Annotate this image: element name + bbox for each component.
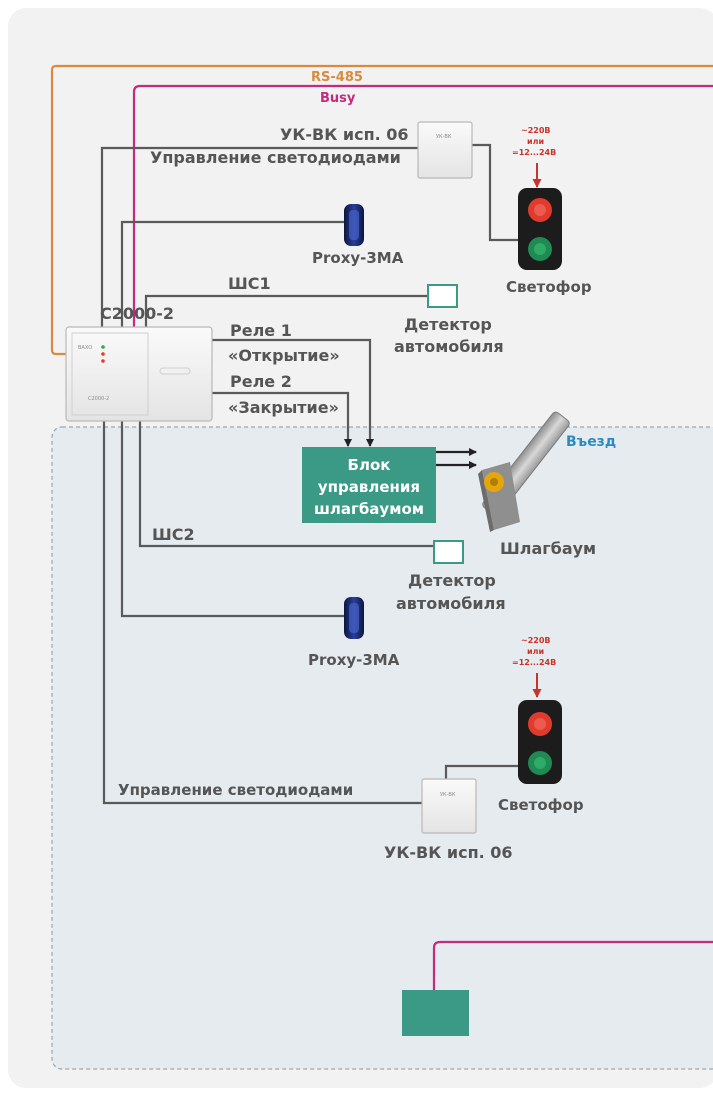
relay2-label-line2: «Закрытие» bbox=[228, 398, 339, 417]
ukvk-top-device: УК-ВК bbox=[417, 121, 473, 179]
rs485-label: RS-485 bbox=[311, 70, 363, 85]
proxy-top-label: Proxy-3MA bbox=[312, 249, 404, 267]
zone-title: Въезд bbox=[566, 434, 616, 450]
wire-relay1 bbox=[212, 338, 374, 447]
block-line3: шлагбаумом bbox=[314, 500, 424, 518]
barrier-gate bbox=[478, 411, 570, 532]
busy-line-bottom bbox=[432, 940, 713, 992]
proxy-bottom-reader bbox=[344, 597, 364, 639]
detector-top-line1: Детектор bbox=[404, 315, 492, 334]
shs1-label: ШС1 bbox=[228, 274, 271, 293]
power-bottom-line3: =12...24В bbox=[512, 658, 556, 667]
busy-line bbox=[132, 84, 713, 328]
led-control-bottom-label: Управление светодиодами bbox=[118, 781, 353, 799]
detector-bottom bbox=[433, 540, 464, 564]
detector-top-line2: автомобиля bbox=[394, 337, 504, 356]
barrier-label: Шлагбаум bbox=[500, 539, 596, 558]
led-control-top-label: Управление светодиодами bbox=[150, 148, 401, 167]
ukvk-bottom-panel: УК-ВК bbox=[440, 792, 456, 798]
wire-proxy-bottom bbox=[120, 420, 344, 618]
controller-panel-top: ВАХО bbox=[78, 345, 92, 351]
shs2-label: ШС2 bbox=[152, 525, 195, 544]
controller-name: С2000-2 bbox=[100, 304, 174, 323]
rs485-bus-line bbox=[50, 64, 713, 356]
busy-label: Busy bbox=[320, 91, 356, 106]
wire-ukvk-bottom bbox=[102, 420, 422, 805]
wire-shs2 bbox=[138, 420, 434, 548]
barrier-control-block bbox=[302, 447, 436, 523]
proxy-bottom-label: Proxy-3MA bbox=[308, 651, 400, 669]
power-top-line3: =12...24В bbox=[512, 148, 556, 157]
power-top-line1: ~220В bbox=[521, 126, 551, 135]
traffic-light-top-label: Светофор bbox=[506, 278, 592, 296]
detector-bottom-line1: Детектор bbox=[408, 571, 496, 590]
wire-ukvk-to-light bbox=[472, 143, 520, 242]
power-bottom-line2: или bbox=[527, 647, 544, 656]
proxy-top-reader bbox=[344, 204, 364, 246]
ukvk-top-label: УК-ВК исп. 06 bbox=[280, 125, 409, 144]
controller-panel-label: С2000-2 bbox=[88, 396, 109, 402]
bottom-device-box bbox=[402, 990, 469, 1036]
ukvk-bottom-device: УК-ВК bbox=[421, 778, 477, 834]
wire-relay2 bbox=[212, 391, 352, 447]
wire-ukvk-top bbox=[100, 146, 418, 328]
relay2-label-line1: Реле 2 bbox=[230, 372, 292, 391]
entrance-zone bbox=[51, 426, 713, 1070]
block-line1: Блок bbox=[348, 456, 391, 474]
relay1-label-line2: «Открытие» bbox=[228, 346, 340, 365]
power-top-line2: или bbox=[527, 137, 544, 146]
detector-top bbox=[427, 284, 458, 308]
power-bottom-line1: ~220В bbox=[521, 636, 551, 645]
ukvk-bottom-label: УК-ВК исп. 06 bbox=[384, 843, 513, 862]
traffic-light-bottom bbox=[518, 700, 562, 784]
controller-device: ВАХО С2000-2 bbox=[65, 326, 213, 422]
detector-bottom-line2: автомобиля bbox=[396, 594, 506, 613]
relay1-label-line1: Реле 1 bbox=[230, 321, 292, 340]
traffic-light-bottom-label: Светофор bbox=[498, 796, 584, 814]
wire-shs1 bbox=[144, 294, 428, 328]
traffic-light-top bbox=[518, 188, 562, 270]
block-line2: управления bbox=[318, 478, 420, 496]
ukvk-top-panel: УК-ВК bbox=[436, 134, 452, 140]
wire-proxy-top bbox=[120, 220, 344, 328]
wire-ukvk-to-light-bottom bbox=[444, 764, 520, 779]
